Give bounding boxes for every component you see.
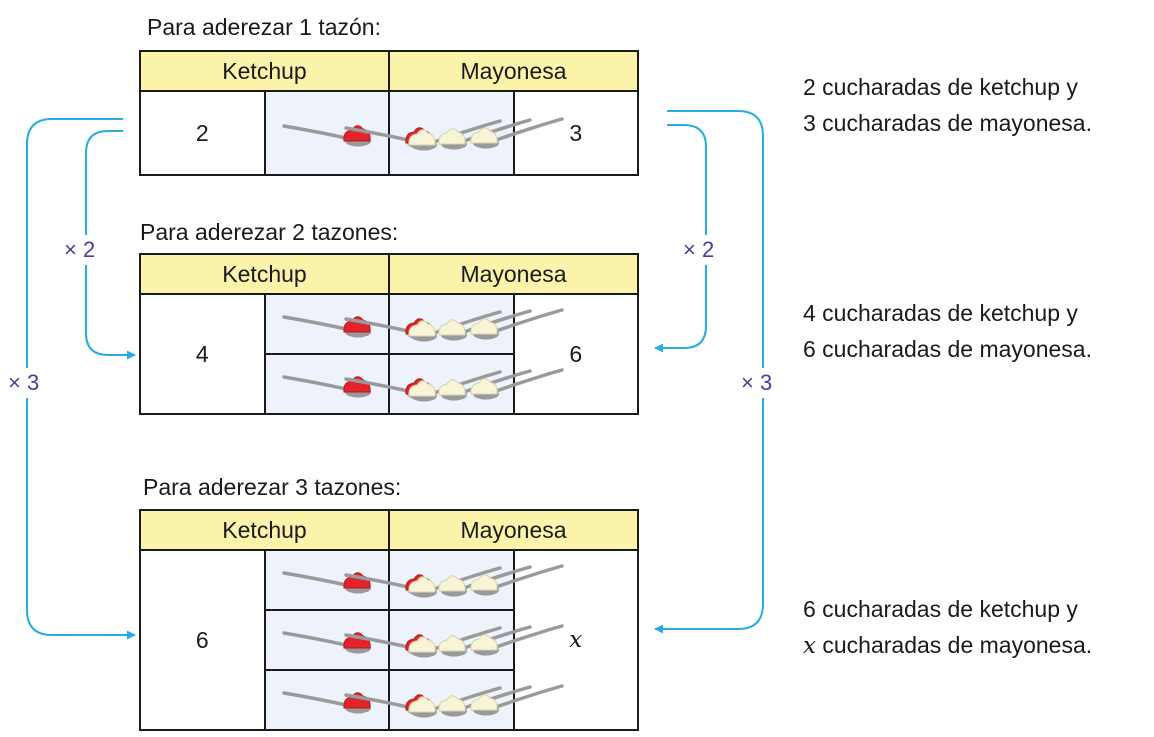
- mayonnaise-spoons-icon: [388, 293, 564, 355]
- description-line: 2 cucharadas de ketchup y: [803, 74, 1078, 100]
- ketchup-header: Ketchup: [139, 509, 390, 551]
- mayonnaise-value: 3: [512, 90, 639, 176]
- mayonnaise-spoons-icon: [388, 609, 564, 671]
- ketchup-header: Ketchup: [139, 253, 390, 295]
- recipe-table-2-bowls: Ketchup Mayonesa 4 6: [139, 253, 639, 415]
- caption-2-bowls: Para aderezar 2 tazones:: [140, 219, 399, 245]
- ketchup-spoons-icon: [263, 353, 433, 415]
- description-line: 3 cucharadas de mayonesa.: [803, 110, 1092, 136]
- mayonnaise-spoons-icon: [388, 353, 564, 415]
- unknown-x: x: [803, 633, 816, 659]
- recipe-table-3-bowls: Ketchup Mayonesa 6 x: [139, 509, 639, 731]
- mayonnaise-header: Mayonesa: [388, 253, 639, 295]
- description-2-bowls: 4 cucharadas de ketchup y 6 cucharadas d…: [803, 295, 1092, 367]
- mayonnaise-spoons-icon: [388, 90, 564, 176]
- mayonnaise-spoons-icon: [388, 669, 564, 731]
- description-line: x cucharadas de mayonesa.: [803, 627, 1092, 664]
- ketchup-value: 6: [139, 549, 266, 731]
- mayonnaise-header: Mayonesa: [388, 509, 639, 551]
- right-x3-label: × 3: [741, 370, 773, 395]
- ketchup-value: 4: [139, 293, 266, 415]
- caption-3-bowls: Para aderezar 3 tazones:: [143, 474, 402, 500]
- mayonnaise-value: 6: [512, 293, 639, 415]
- description-line: 6 cucharadas de mayonesa.: [803, 336, 1092, 362]
- caption-1-bowl: Para aderezar 1 tazón:: [147, 14, 381, 40]
- recipe-table-1-bowl: Ketchup Mayonesa 2 3: [139, 50, 639, 176]
- right-x2-label: × 2: [683, 237, 715, 262]
- left-x2-label: × 2: [64, 237, 96, 262]
- description-line: 6 cucharadas de ketchup y: [803, 596, 1078, 622]
- description-3-bowls: 6 cucharadas de ketchup y x cucharadas d…: [803, 591, 1092, 664]
- left-x3-label: × 3: [8, 370, 40, 395]
- description-1-bowl: 2 cucharadas de ketchup y 3 cucharadas d…: [803, 69, 1092, 141]
- ketchup-spoons-icon: [263, 609, 433, 671]
- ketchup-spoons-icon: [263, 90, 433, 176]
- ketchup-header: Ketchup: [139, 50, 390, 92]
- ketchup-value: 2: [139, 90, 266, 176]
- description-text: cucharadas de mayonesa.: [815, 632, 1093, 658]
- mayonnaise-header: Mayonesa: [388, 50, 639, 92]
- description-line: 4 cucharadas de ketchup y: [803, 300, 1078, 326]
- mayonnaise-unknown-value: x: [512, 549, 639, 731]
